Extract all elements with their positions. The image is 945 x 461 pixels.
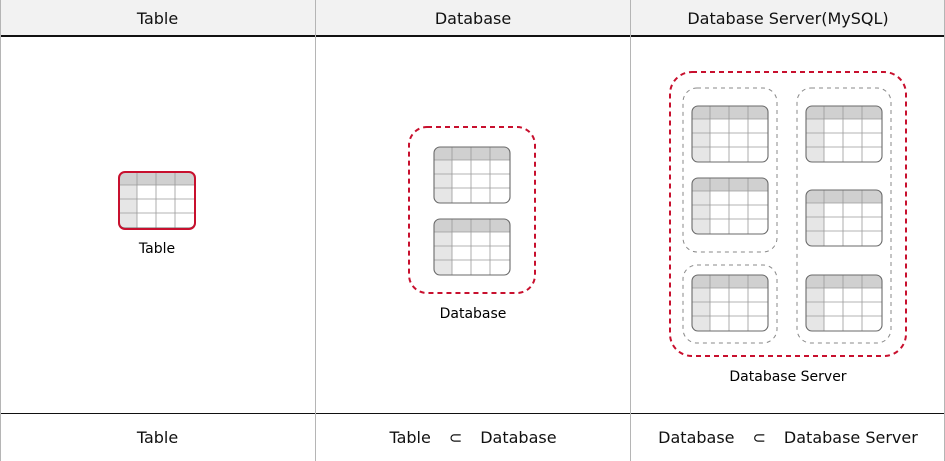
table-icon: [433, 146, 511, 204]
table-icon: [118, 171, 196, 229]
table-highlight: [118, 171, 196, 230]
table-caption: Table: [138, 241, 175, 257]
footer-row: [0, 413, 945, 461]
database-server-group: [669, 71, 907, 357]
server-database-2: [682, 264, 778, 344]
header-table: Table: [136, 8, 179, 28]
database-group: [408, 126, 536, 294]
table-icon: [691, 105, 769, 163]
table-icon: [433, 218, 511, 276]
subset-symbol: ⊂: [448, 428, 463, 447]
footer-server-right: Database Server: [783, 428, 918, 447]
server-database-3: [796, 87, 892, 344]
table-icon: [805, 105, 883, 163]
footer-server-left: Database: [658, 428, 735, 447]
header-row: [0, 0, 945, 37]
footer-subset-right: Database: [480, 428, 557, 447]
footer-table: Table: [0, 414, 315, 461]
header-database-server: Database Server(MySQL): [687, 8, 889, 28]
header-database: Database: [434, 8, 512, 28]
table-icon: [691, 177, 769, 235]
table-icon: [805, 189, 883, 247]
table-icons: [118, 105, 883, 332]
table-icon: [691, 274, 769, 332]
footer-table-label: Table: [136, 428, 179, 447]
column-divider-1: [315, 0, 316, 461]
table-icon: [805, 274, 883, 332]
footer-subset-left: Table: [389, 428, 431, 447]
footer-database-subset-server: Database ⊂ Database Server: [631, 414, 945, 461]
database-caption: Database: [440, 306, 507, 322]
footer-table-subset-database: Table ⊂ Database: [316, 414, 630, 461]
column-divider-left: [0, 0, 1, 461]
server-caption: Database Server: [729, 369, 846, 385]
column-divider-2: [630, 0, 631, 461]
server-subset-symbol: ⊂: [752, 428, 766, 447]
server-database-1: [682, 87, 778, 253]
